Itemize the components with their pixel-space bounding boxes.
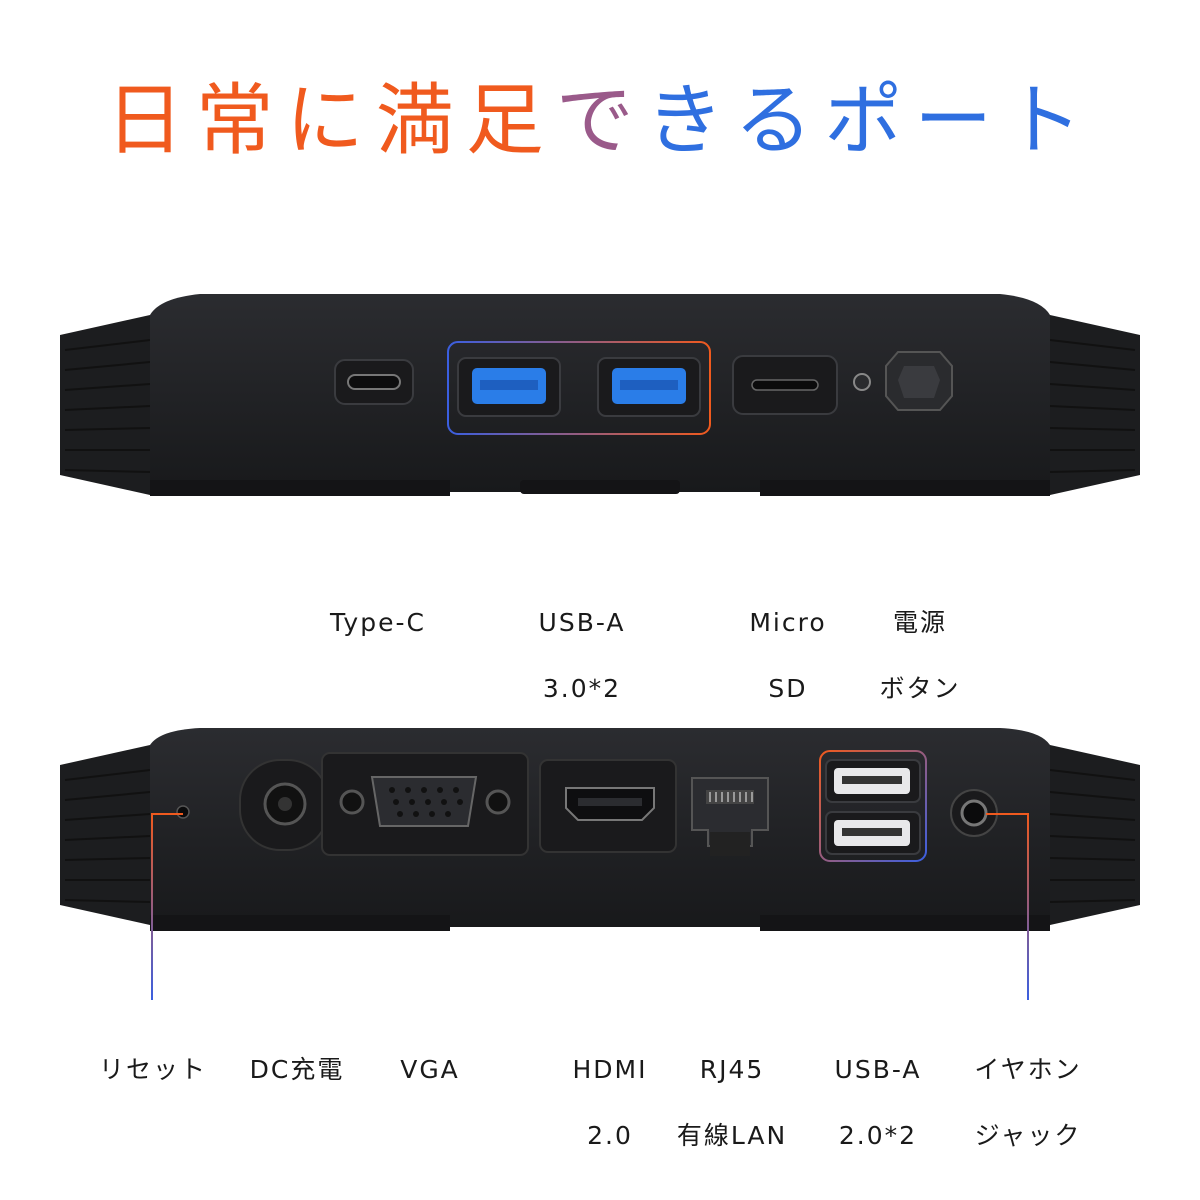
label-usb-a-30: USB-A 3.0*2 [538, 608, 626, 703]
label-dc: DC充電 [249, 1055, 345, 1084]
label-earphone: イヤホン ジャック [974, 1055, 1082, 1150]
title-part-3: きるポート [645, 76, 1095, 166]
label-reset: リセット [98, 1055, 208, 1084]
label-usb-a-20: USB-A 2.0*2 [834, 1055, 922, 1150]
usb-a-20-frame [819, 750, 927, 862]
label-rj45: RJ45 有線LAN [676, 1055, 788, 1150]
label-power-button: 電源 ボタン [879, 608, 961, 703]
title-part-1: 日常に満足 [105, 76, 556, 166]
page-title: 日常に満足できるポート [0, 76, 1200, 166]
reset-hole [176, 805, 190, 819]
front-panel-illustration [60, 294, 1140, 558]
status-led [853, 373, 871, 391]
audio-jack [960, 799, 988, 827]
micro-sd-slot [751, 379, 819, 391]
title-part-2: で [555, 76, 646, 166]
rear-panel-illustration [60, 728, 1140, 1000]
type-c-port [347, 374, 401, 390]
label-type-c: Type-C [330, 608, 426, 637]
label-micro-sd: Micro SD [749, 608, 827, 703]
label-vga: VGA [400, 1055, 460, 1084]
label-hdmi: HDMI 2.0 [572, 1055, 648, 1150]
